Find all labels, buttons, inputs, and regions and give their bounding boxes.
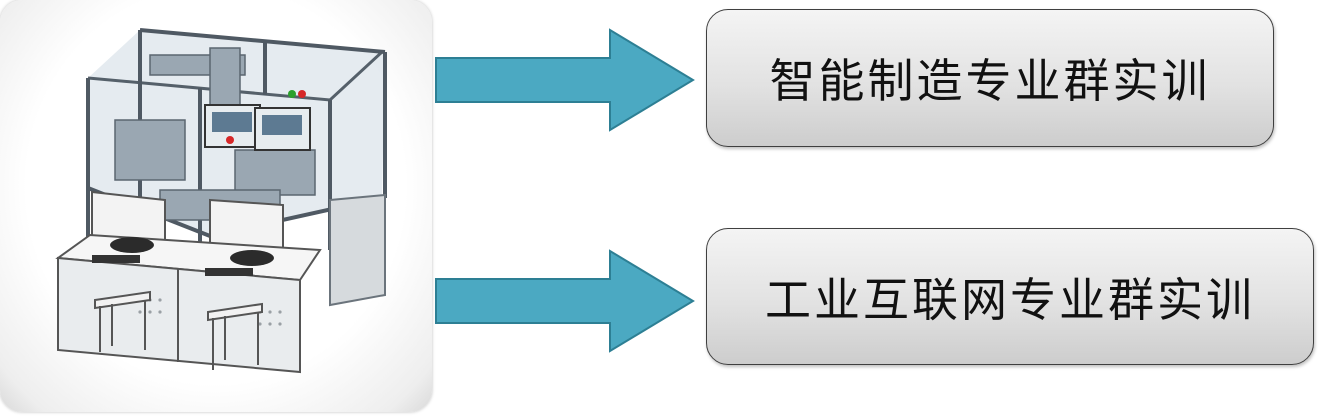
- right-arrow-icon: [435, 249, 695, 353]
- equipment-image-panel: [0, 0, 432, 412]
- right-arrow-icon: [435, 28, 695, 132]
- box-label: 智能制造专业群实训: [769, 54, 1211, 108]
- intelligent-manufacturing-training-box: 智能制造专业群实训: [706, 9, 1274, 147]
- training-workstation-machine-illustration: [55, 28, 387, 374]
- industrial-internet-training-box: 工业互联网专业群实训: [706, 228, 1314, 365]
- box-label: 工业互联网专业群实训: [765, 272, 1255, 327]
